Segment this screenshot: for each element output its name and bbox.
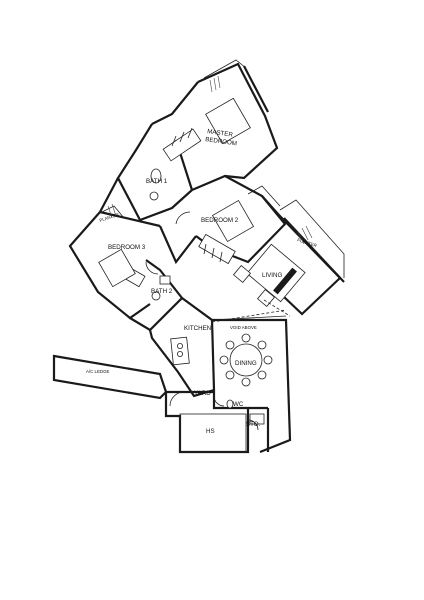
- store-label: STO.: [246, 421, 261, 428]
- wc-label: WC: [233, 401, 244, 408]
- household-shelter: [179, 413, 247, 453]
- dining-label: DINING: [235, 360, 257, 367]
- kitchen-label: KITCHEN: [184, 325, 211, 332]
- living-furniture: [232, 243, 306, 308]
- beds: [98, 97, 255, 288]
- bedroom2-label: BEDROOM 2: [201, 217, 239, 224]
- hs-label: HS: [206, 428, 215, 435]
- ac-ledge-label: A/C LEDGE: [86, 369, 109, 374]
- kitchen-counter: [170, 336, 190, 366]
- planter-outlines: [97, 59, 345, 278]
- door-swings: [145, 211, 259, 431]
- planter-right-label: PLANTER: [297, 237, 318, 248]
- void-above-label: VOID ABOVE: [230, 325, 257, 330]
- ac-ledge-outline: [52, 354, 168, 400]
- bath2-label: BATH 2: [151, 288, 173, 295]
- sanitary-fixtures: [149, 168, 265, 425]
- living-label: LIVING: [262, 272, 282, 279]
- wall-outline: [68, 62, 345, 454]
- dining-table: [219, 333, 273, 387]
- master-bedroom-label-1: MASTER: [207, 128, 234, 139]
- hatching: [107, 75, 313, 245]
- planter-left-label: PLANTER: [99, 212, 120, 223]
- bedroom3-label: BEDROOM 3: [108, 244, 146, 251]
- void-above-lines: [211, 299, 291, 323]
- bath1-label: BATH 1: [146, 178, 168, 185]
- master-bedroom-label-2: BEDROOM: [205, 136, 238, 147]
- yard-label: YARD: [194, 390, 211, 397]
